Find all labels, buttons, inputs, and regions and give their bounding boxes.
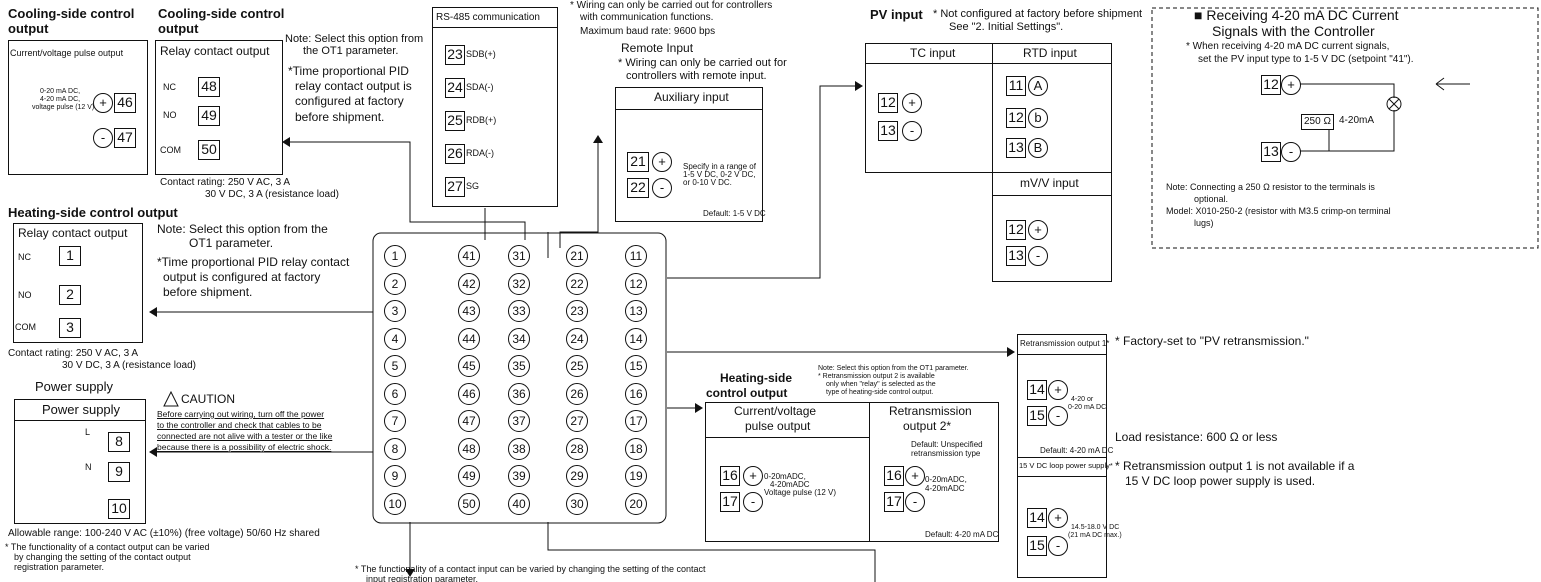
terminal-12: 12 (625, 272, 647, 295)
rs485-box (432, 7, 558, 207)
terminal-32: 32 (508, 272, 530, 295)
terminal-36: 36 (508, 382, 530, 405)
terminal-31: 31 (508, 245, 530, 267)
rs485-label: SDA(-) (466, 82, 494, 92)
terminal-24: 24 (566, 327, 588, 350)
terminal-17: 17 (625, 410, 647, 432)
terminal-23: 23 (566, 300, 588, 322)
terminal-38: 38 (508, 437, 530, 460)
terminal-15: 15 (625, 355, 647, 377)
rs485-terminal: 27 (445, 177, 465, 197)
terminal-5: 5 (384, 355, 406, 377)
terminal-39: 39 (508, 465, 530, 487)
terminal-49: 49 (458, 465, 480, 487)
rs485-label: RDB(+) (466, 115, 497, 125)
rs485-terminal: 25 (445, 111, 465, 131)
rs485-terminal: 26 (445, 144, 465, 164)
terminal-6: 6 (384, 382, 406, 405)
rs485-label: RDA(-) (466, 148, 494, 158)
terminal-9: 9 (384, 465, 406, 487)
terminal-48: 48 (458, 437, 480, 460)
terminal-2: 2 (384, 272, 406, 295)
terminal-42: 42 (458, 272, 480, 295)
terminal-21: 21 (566, 245, 588, 267)
terminal-50: 50 (458, 492, 480, 515)
terminal-30: 30 (566, 492, 588, 515)
terminal-45: 45 (458, 355, 480, 377)
rs485-terminal: 24 (445, 78, 465, 98)
terminal-18: 18 (625, 437, 647, 460)
terminal-block-outline (372, 232, 667, 524)
terminal-7: 7 (384, 410, 406, 432)
terminal-4: 4 (384, 327, 406, 350)
receiving-dashed-box (1151, 7, 1539, 249)
terminal-3: 3 (384, 300, 406, 322)
rs485-label: SDB(+) (466, 49, 496, 59)
terminal-44: 44 (458, 327, 480, 350)
terminal-10: 10 (384, 492, 406, 515)
terminal-37: 37 (508, 410, 530, 432)
terminal-19: 19 (625, 465, 647, 487)
terminal-22: 22 (566, 272, 588, 295)
terminal-8: 8 (384, 437, 406, 460)
terminal-14: 14 (625, 327, 647, 350)
terminal-20: 20 (625, 492, 647, 515)
terminal-11: 11 (625, 245, 647, 267)
terminal-43: 43 (458, 300, 480, 322)
cooling-pulse-label: Current/voltage pulse output (10, 48, 124, 58)
rs485-label: SG (466, 181, 480, 191)
terminal-34: 34 (508, 327, 530, 350)
terminal-16: 16 (625, 382, 647, 405)
terminal-47: 47 (458, 410, 480, 432)
terminal-28: 28 (566, 437, 588, 460)
terminal-33: 33 (508, 300, 530, 322)
terminal-41: 41 (458, 245, 480, 267)
terminal-25: 25 (566, 355, 588, 377)
terminal-1: 1 (384, 245, 406, 267)
rs485-terminal: 23 (445, 45, 465, 65)
terminal-29: 29 (566, 465, 588, 487)
terminal-27: 27 (566, 410, 588, 432)
terminal-13: 13 (625, 300, 647, 322)
terminal-46: 46 (458, 382, 480, 405)
terminal-40: 40 (508, 492, 530, 515)
terminal-26: 26 (566, 382, 588, 405)
terminal-35: 35 (508, 355, 530, 377)
